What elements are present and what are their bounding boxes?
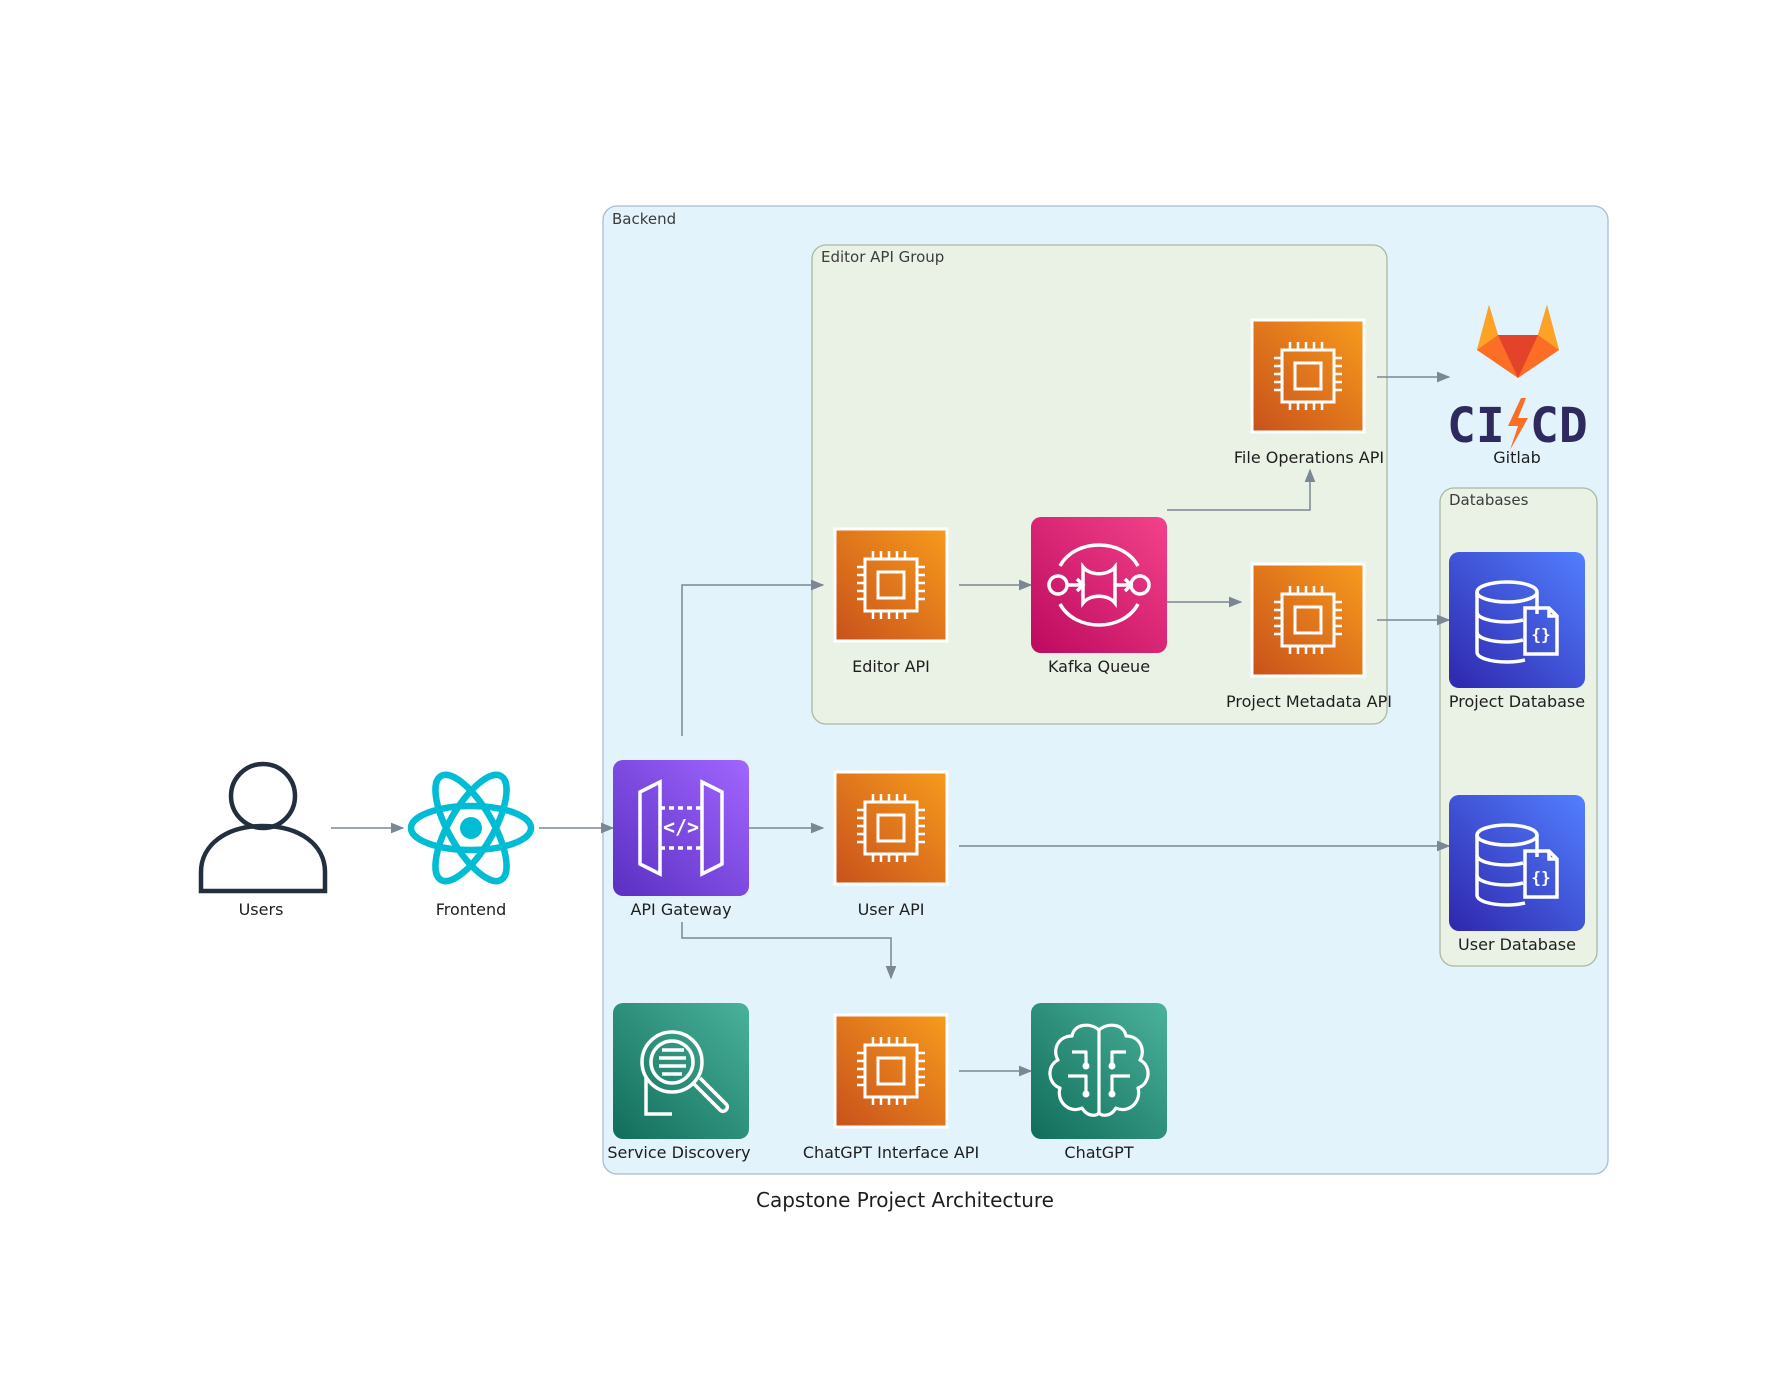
edge-kafka-fileopsapi [1167,468,1316,511]
gitlab-icon [1477,305,1559,378]
file-operations-api-label: File Operations API [1234,448,1384,467]
gitlab-label: Gitlab [1493,448,1541,467]
file-operations-api-node[interactable]: File Operations API [1234,318,1384,467]
api-gateway-label: API Gateway [630,900,731,919]
editor-api-label: Editor API [852,657,930,676]
service-discovery-label: Service Discovery [607,1143,750,1162]
api-gateway-icon: </> [613,760,749,896]
users-label: Users [239,900,284,919]
queue-icon [1031,517,1167,653]
kafka-queue-node[interactable]: Kafka Queue [1031,517,1167,676]
databases-cluster-label: Databases [1449,491,1529,509]
project-metadata-api-label: Project Metadata API [1226,692,1392,711]
frontend-node[interactable]: Frontend [407,765,535,919]
cpu-chip-icon [1250,562,1366,678]
project-metadata-api-node[interactable]: Project Metadata API [1226,562,1392,711]
database-icon [1447,793,1587,933]
brain-icon [1031,1003,1167,1139]
users-node[interactable]: Users [198,761,328,919]
cpu-chip-icon [833,770,949,886]
chatgpt-interface-api-node[interactable]: ChatGPT Interface API [803,1013,979,1162]
project-database-node[interactable]: Project Database [1447,550,1587,711]
project-database-label: Project Database [1449,692,1585,711]
edges [331,371,1451,1077]
cicd-right-text: CD [1530,398,1588,454]
kafka-queue-label: Kafka Queue [1048,657,1150,676]
react-icon [407,771,535,885]
editor-api-node[interactable]: Editor API [833,527,949,676]
cpu-chip-icon [833,527,949,643]
edge-apigateway-chatgptinterface [681,922,897,980]
user-database-label: User Database [1458,935,1576,954]
chatgpt-label: ChatGPT [1064,1143,1133,1162]
gitlab-node[interactable]: CI CD Gitlab [1447,305,1588,467]
editor-api-group-label: Editor API Group [821,248,944,266]
svg-text:</>: </> [663,815,699,839]
user-database-node[interactable]: User Database [1447,793,1587,954]
cicd-left-text: CI [1447,398,1505,454]
cpu-chip-icon [1250,318,1366,434]
edge-apigateway-editorapi [681,579,825,736]
chatgpt-node[interactable]: ChatGPT [1031,1003,1167,1162]
lightning-bolt-icon [1508,398,1528,450]
backend-cluster-label: Backend [612,210,676,228]
service-discovery-node[interactable]: Service Discovery [607,1003,751,1162]
user-api-node[interactable]: User API [833,770,949,919]
diagram-title: Capstone Project Architecture [756,1188,1054,1212]
api-gateway-node[interactable]: </> API Gateway [613,760,749,919]
editor-api-group-cluster [811,244,1388,725]
cpu-chip-icon [833,1013,949,1129]
database-icon [1447,550,1587,690]
magnifier-icon [613,1003,749,1139]
user-icon [198,761,328,894]
chatgpt-interface-api-label: ChatGPT Interface API [803,1143,979,1162]
user-api-label: User API [858,900,925,919]
frontend-label: Frontend [436,900,507,919]
